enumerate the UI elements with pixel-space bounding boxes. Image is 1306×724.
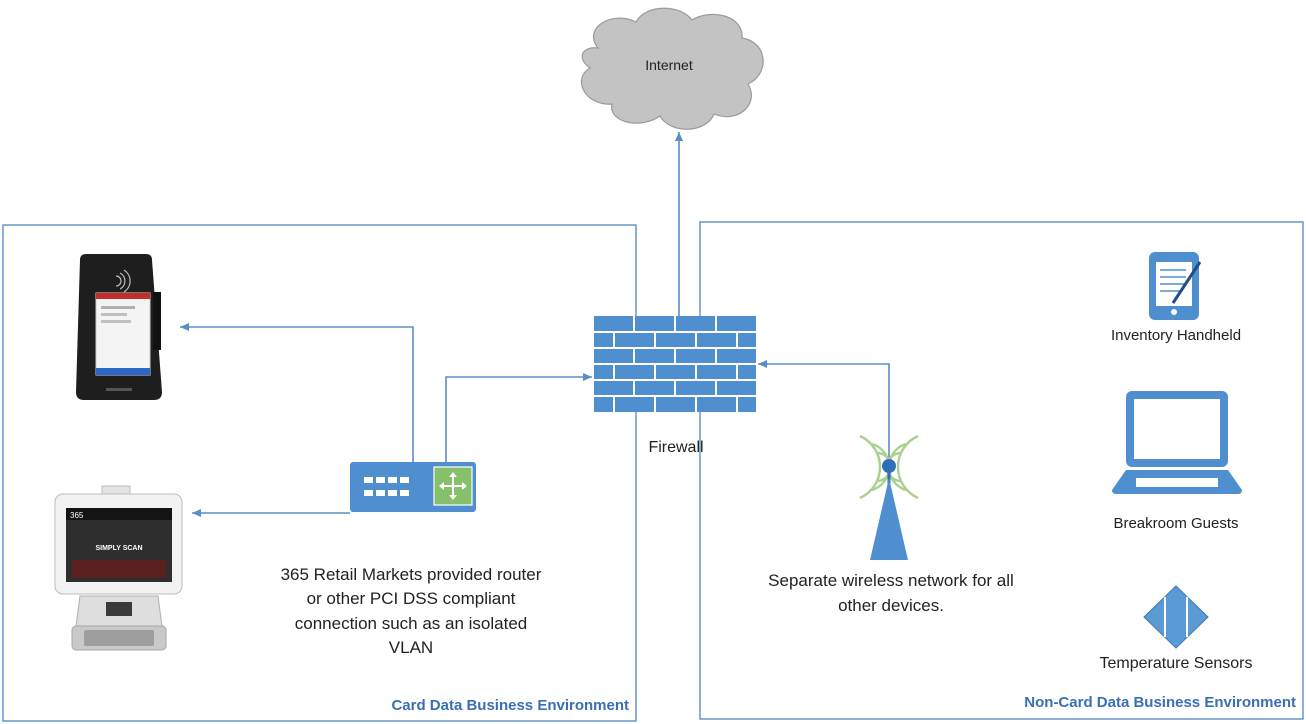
noncard-zone-border [699,221,1304,720]
firewall-icon [594,316,756,412]
kiosk-headline-text: SIMPLY SCAN [95,545,142,552]
sensors-label: Temperature Sensors [1100,655,1253,672]
wireless-caption: Separate wireless network for all other … [768,571,1014,615]
breakroom-label: Breakroom Guests [1113,515,1238,532]
card-zone-label: Card Data Business Environment [391,697,629,714]
kiosk-logo-text: 365 [70,511,84,520]
internet-label: Internet [645,57,693,73]
router-caption-line-1: 365 Retail Markets provided router [281,565,542,584]
router-caption-line-3: connection such as an isolated [295,614,528,633]
inventory-label: Inventory Handheld [1111,327,1241,344]
temperature-sensor-icon [1143,585,1209,649]
kiosk-icon: 365 SIMPLY SCAN [54,485,183,651]
wireless-caption-line-1: Separate wireless network for all [768,571,1014,590]
wireless-caption-line-2: other devices. [838,596,944,615]
inventory-handheld-icon [1149,252,1202,320]
router-caption-line-2: or other PCI DSS compliant [307,589,516,608]
noncard-zone-label: Non-Card Data Business Environment [1024,694,1296,711]
laptop-icon [1112,391,1242,494]
firewall-label: Firewall [648,439,703,456]
router-icon [350,462,476,512]
internet-cloud-icon [580,7,764,130]
router-caption: 365 Retail Markets provided router or ot… [281,565,542,657]
wireless-tower-icon [859,434,919,560]
payment-terminal-icon [76,254,162,400]
router-caption-line-4: VLAN [389,638,433,657]
router-terminal-link [180,323,414,462]
router-firewall-link [445,373,592,462]
card-zone-border [2,224,637,722]
wireless-firewall-link [758,360,890,460]
